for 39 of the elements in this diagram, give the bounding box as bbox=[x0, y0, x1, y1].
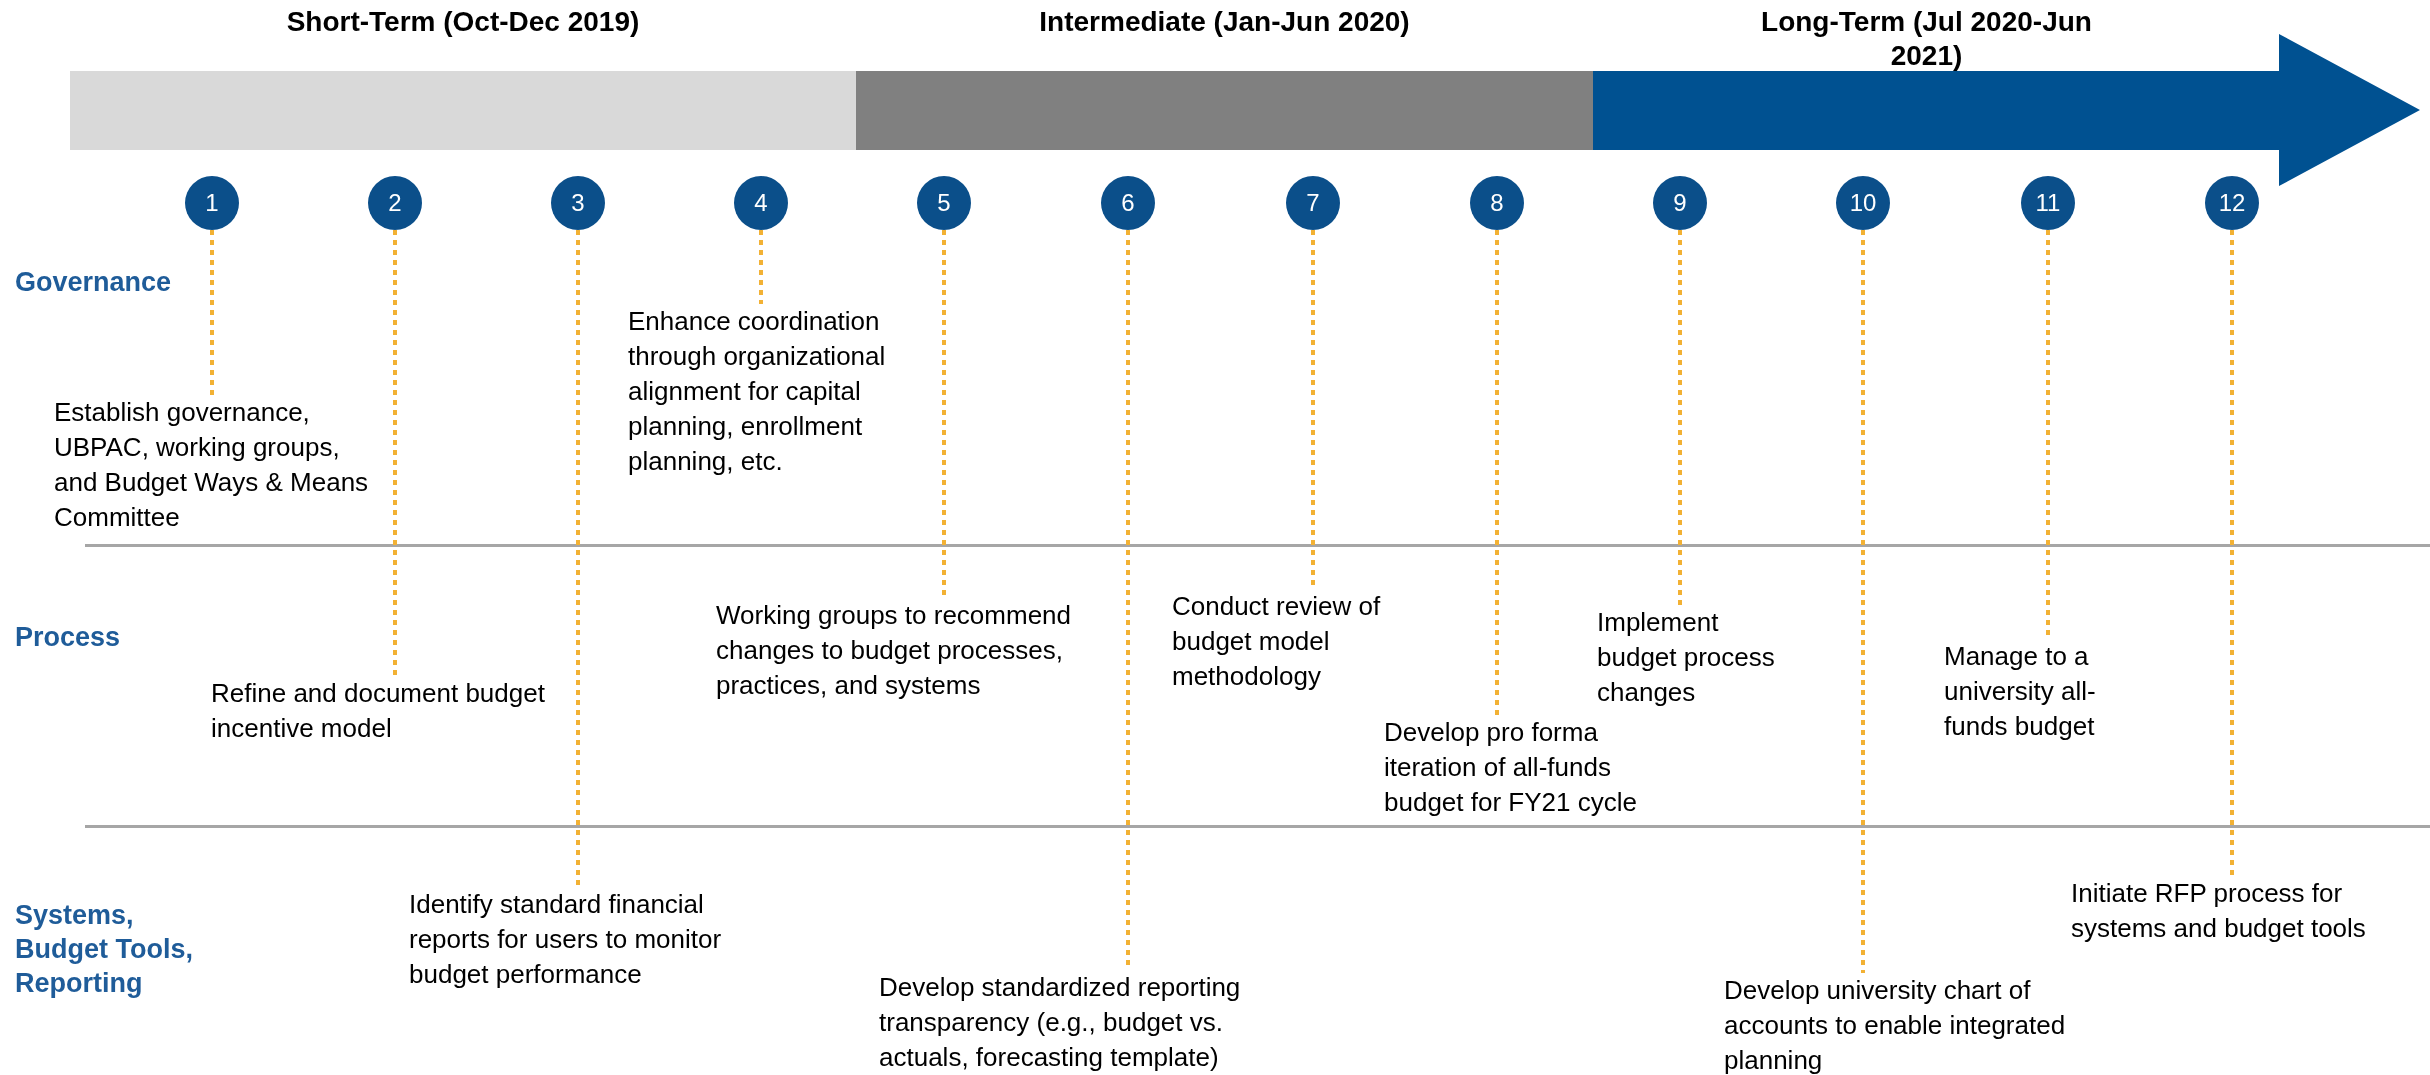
dotted-leader-line bbox=[576, 230, 580, 887]
milestone-text: Identify standard financial reports for users to monitor budget performance bbox=[409, 887, 789, 992]
step-number-circle: 6 bbox=[1101, 176, 1155, 230]
phase-heading: Short-Term (Oct-Dec 2019) bbox=[285, 5, 641, 39]
step-number-circle: 8 bbox=[1470, 176, 1524, 230]
step-number-circle: 1 bbox=[185, 176, 239, 230]
milestone-text: Conduct review of budget model methodology bbox=[1172, 589, 1432, 694]
row-label: Systems, Budget Tools, Reporting bbox=[15, 899, 194, 1000]
milestone-text: Working groups to recommend changes to budget processes, practices, and systems bbox=[716, 598, 1096, 703]
phase-heading: Intermediate (Jan-Jun 2020) bbox=[1038, 5, 1411, 39]
dotted-leader-line bbox=[210, 230, 214, 395]
step-number-circle: 4 bbox=[734, 176, 788, 230]
step-number-circle: 3 bbox=[551, 176, 605, 230]
step-number-circle: 10 bbox=[1836, 176, 1890, 230]
phase-heading: Long-Term (Jul 2020-Jun 2021) bbox=[1760, 5, 2093, 73]
milestone-text: Develop pro forma iteration of all-funds budget for FY21 cycle bbox=[1384, 715, 1694, 820]
milestone-text: Initiate RFP process for systems and budget tools bbox=[2071, 876, 2401, 946]
step-number-circle: 9 bbox=[1653, 176, 1707, 230]
dotted-leader-line bbox=[942, 230, 946, 598]
dotted-leader-line bbox=[2230, 230, 2234, 876]
row-label: Process bbox=[15, 621, 121, 654]
dotted-leader-line bbox=[1678, 230, 1682, 605]
milestone-text: Establish governance, UBPAC, working groups, and Budget Ways & Means Committee bbox=[54, 395, 374, 535]
dotted-leader-line bbox=[1861, 230, 1865, 973]
milestone-text: Develop standardized reporting transparency (e.g., budget vs. actuals, forecasting template) bbox=[879, 970, 1299, 1075]
dotted-leader-line bbox=[1495, 230, 1499, 715]
milestone-text: Manage to a university all-funds budget bbox=[1944, 639, 2159, 744]
dotted-leader-line bbox=[759, 230, 763, 304]
milestone-text: Implement budget process changes bbox=[1597, 605, 1793, 710]
step-number-circle: 12 bbox=[2205, 176, 2259, 230]
step-number-circle: 2 bbox=[368, 176, 422, 230]
milestone-text: Refine and document budget incentive model bbox=[211, 676, 571, 746]
milestone-text: Develop university chart of accounts to enable integrated planning bbox=[1724, 973, 2114, 1075]
dotted-leader-line bbox=[393, 230, 397, 676]
step-number-circle: 7 bbox=[1286, 176, 1340, 230]
step-number-circle: 11 bbox=[2021, 176, 2075, 230]
milestone-text: Enhance coordination through organizational alignment for capital planning, enrollment planning, etc. bbox=[628, 304, 938, 479]
step-number-circle: 5 bbox=[917, 176, 971, 230]
row-label: Governance bbox=[15, 266, 172, 299]
